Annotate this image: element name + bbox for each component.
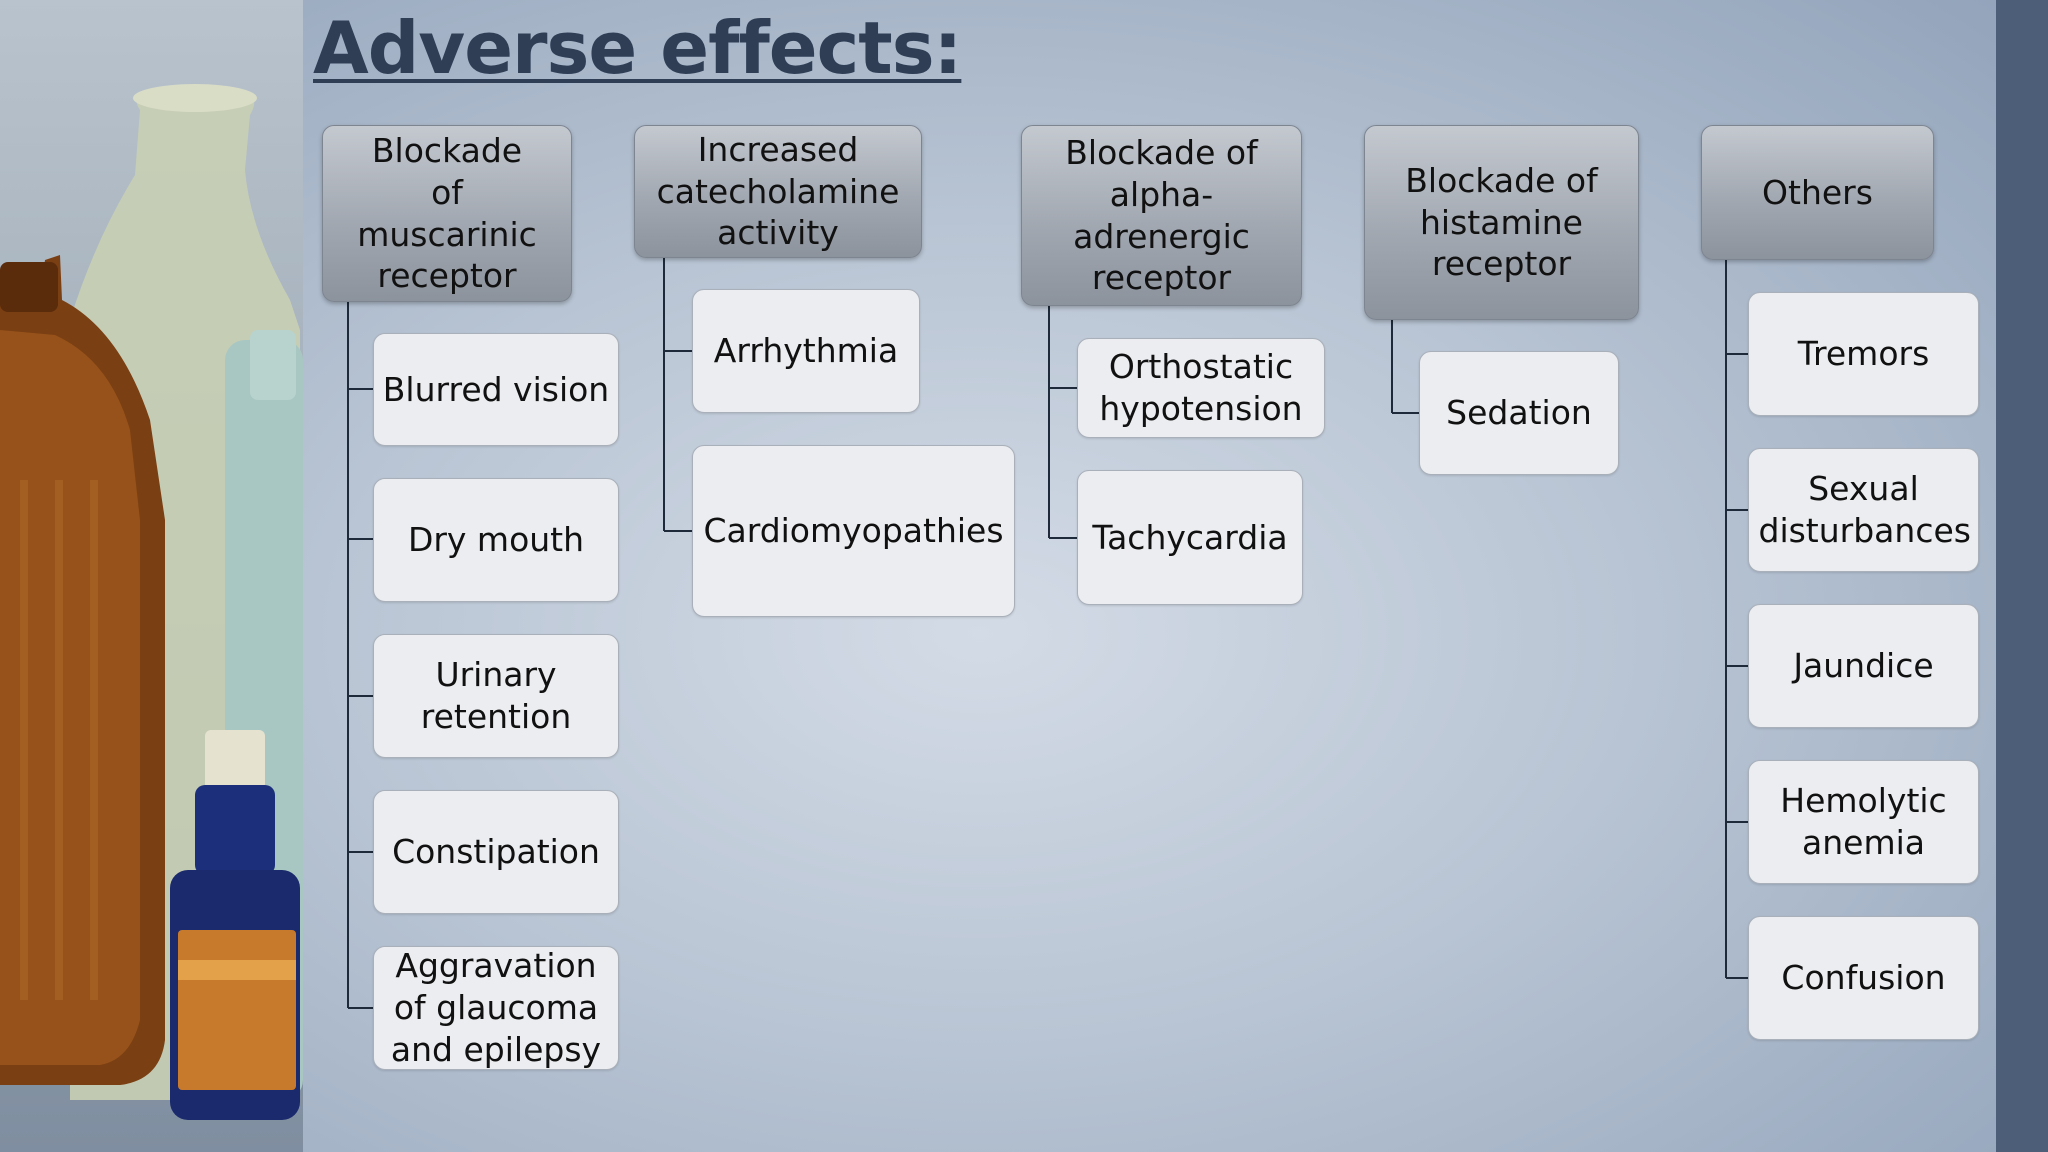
effect-hemolytic-anemia: Hemolytic anemia [1748,760,1979,884]
effect-blurred-vision: Blurred vision [373,333,619,446]
category-muscarinic: Blockade of muscarinic receptor [322,125,572,302]
effect-urinary-retention: Urinary retention [373,634,619,758]
effect-tachycardia: Tachycardia [1077,470,1303,605]
page-title: Adverse effects: [313,6,962,90]
effect-sexual-disturbances: Sexual disturbances [1748,448,1979,572]
effect-arrhythmia: Arrhythmia [692,289,920,413]
right-edge-strip [1996,0,2048,1152]
effect-cardiomyopathies: Cardiomyopathies [692,445,1015,617]
category-alpha-adrenergic: Blockade of alpha-adrenergic receptor [1021,125,1302,306]
category-catecholamine: Increased catecholamine activity [634,125,922,258]
effect-orthostatic-hypotension: Orthostatic hypotension [1077,338,1325,438]
medicine-bottles-photo [0,0,303,1152]
effect-tremors: Tremors [1748,292,1979,416]
category-others: Others [1701,125,1934,260]
category-histamine: Blockade of histamine receptor [1364,125,1639,320]
effect-aggravation-glaucoma-epilepsy: Aggravation of glaucoma and epilepsy [373,946,619,1070]
effect-confusion: Confusion [1748,916,1979,1040]
effect-dry-mouth: Dry mouth [373,478,619,602]
effect-jaundice: Jaundice [1748,604,1979,728]
effect-sedation: Sedation [1419,351,1619,475]
effect-constipation: Constipation [373,790,619,914]
bottles-illustration [0,84,303,1120]
